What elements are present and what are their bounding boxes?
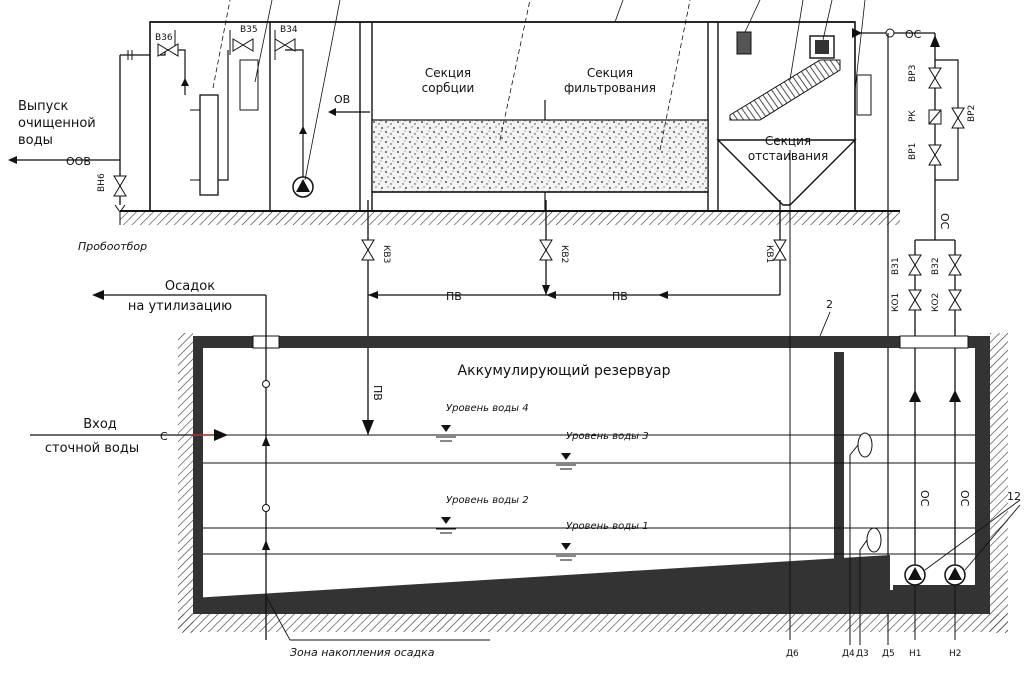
level-marker-2: Уровень воды 2 [436, 495, 529, 534]
pump-n1[interactable] [904, 564, 926, 586]
callout-2: 2 [826, 298, 833, 311]
pv-label-2: ПВ [612, 290, 628, 303]
ov-label: ОВ [334, 93, 350, 106]
valve-label-v36: В36 [155, 33, 173, 43]
oc-top-label: ОС [905, 28, 922, 41]
svg-text:Уровень воды 4: Уровень воды 4 [446, 403, 529, 414]
valve-label-v34: В34 [280, 25, 298, 35]
valve-ko1[interactable] [908, 289, 922, 311]
svg-text:Уровень воды 3: Уровень воды 3 [566, 431, 649, 442]
sensor-label-d4: Д4 [842, 649, 855, 659]
gauge-box [239, 59, 259, 111]
valve-kv3[interactable] [361, 239, 375, 261]
oc-left-label: ОС [918, 490, 931, 507]
sensor-label-d3: Д3 [856, 649, 869, 659]
sensor-label-d6: Д6 [786, 649, 799, 659]
float-switch-lower [859, 527, 882, 620]
pump-n2[interactable] [944, 564, 966, 586]
valve-v36[interactable] [157, 43, 179, 57]
valve-vr2[interactable] [951, 107, 965, 129]
sorption-label-2: сорбции [422, 81, 475, 95]
sorption-media [371, 119, 709, 193]
pump-lines: ОС ВР3 РК ВР1 ВР2 ОС ВЗ1 ВЗ2 КО1 КО2 ОС … [852, 28, 977, 620]
settling-label-1: Секция [765, 134, 811, 148]
valve-vr3[interactable] [928, 67, 942, 89]
tank-roof-opening-right [899, 335, 969, 349]
inlet-label-1: Вход [83, 417, 117, 432]
storage-tank: Аккумулирующий резервуар Уровень воды 4 … [178, 150, 1021, 640]
oc-right-label: ОС [958, 490, 971, 507]
inlet-c-label: С [160, 430, 168, 443]
valve-label-vr1: ВР1 [908, 143, 918, 160]
oc-mid-label: ОС [938, 213, 951, 230]
valve-v35[interactable] [232, 38, 254, 52]
level-marker-4: Уровень воды 4 [436, 403, 529, 442]
filtration-label-2: фильтрования [564, 81, 656, 95]
ground-hatch-top [120, 211, 900, 225]
valve-label-vr2: ВР2 [967, 105, 977, 122]
settling-label-2: отстаивания [748, 149, 828, 163]
pv-label-vertical: ПВ [371, 385, 384, 401]
valve-ko2[interactable] [948, 289, 962, 311]
sensor-label-n1: Н1 [909, 649, 922, 659]
sludge-label-2: на утилизацию [128, 299, 232, 314]
filter-column [199, 94, 219, 196]
level-marker-3: Уровень воды 3 [556, 431, 649, 470]
level-marker-1: Уровень воды 1 [556, 521, 649, 561]
lamella-block [729, 59, 841, 121]
svg-text:Уровень воды 2: Уровень воды 2 [446, 495, 529, 506]
sensor-label-n2: Н2 [949, 649, 962, 659]
valve-label-v35: В35 [240, 25, 258, 35]
tank-title: Аккумулирующий резервуар [458, 363, 671, 379]
valve-label-kv1: КВ1 [764, 245, 774, 263]
valve-vz2[interactable] [948, 254, 962, 276]
valve-vn6[interactable] [113, 175, 127, 197]
valve-rk[interactable] [928, 109, 942, 125]
sediment-zone-label: Зона накопления осадка [290, 646, 435, 659]
valve-label-vz2: ВЗ2 [931, 257, 941, 275]
valve-label-vr3: ВР3 [908, 65, 918, 82]
discharge-label-1: Выпуск [18, 99, 69, 114]
inlet-label-2: сточной воды [45, 441, 139, 456]
drain-lines: ПВ ПВ ПВ КВ3 КВ2 КВ1 [361, 200, 787, 435]
callout-12: 12 [1007, 490, 1021, 503]
valve-kv1[interactable] [773, 239, 787, 261]
treatment-unit: В36 В35 В34 Секция сорбции Секция фильтр… [120, 0, 900, 225]
valve-vr1[interactable] [928, 144, 942, 166]
valve-label-kv3: КВ3 [381, 245, 391, 263]
sludge-line: Осадок на утилизацию Зона накопления оса… [92, 279, 490, 659]
pv-label-1: ПВ [446, 290, 462, 303]
float-switch-upper [849, 432, 873, 620]
side-box [856, 74, 872, 116]
discharge-label-2: очищенной [18, 116, 96, 131]
valve-label-ko2: КО2 [931, 293, 941, 312]
valve-v34[interactable] [274, 38, 296, 52]
valve-label-ko1: КО1 [891, 293, 901, 312]
valve-label-vn6: ВН6 [97, 173, 107, 192]
valve-label-kv2: КВ2 [559, 245, 569, 263]
sorption-label-1: Секция [425, 66, 471, 80]
discharge-line: Выпуск очищенной воды ООВ ВН6 Пробоотбор [8, 50, 150, 253]
inlet-line: Вход сточной воды С [30, 417, 228, 456]
valve-vz1[interactable] [908, 254, 922, 276]
valve-kv2[interactable] [539, 239, 553, 261]
valve-label-vz1: ВЗ1 [891, 257, 901, 275]
tank-baffle [834, 352, 844, 564]
valve-label-rk: РК [908, 110, 918, 122]
sludge-label-1: Осадок [165, 279, 215, 294]
sampling-label: Пробоотбор [78, 240, 147, 253]
svg-text:Уровень воды 1: Уровень воды 1 [566, 521, 649, 532]
discharge-label-3: воды [18, 133, 53, 148]
sensor-box-1 [736, 31, 752, 55]
filtration-label-1: Секция [587, 66, 633, 80]
oov-label: ООВ [66, 155, 91, 168]
sensor-label-d5: Д5 [882, 649, 895, 659]
sensor-labels: Д6 Д4 Д3 Д5 Н1 Н2 [786, 620, 962, 659]
